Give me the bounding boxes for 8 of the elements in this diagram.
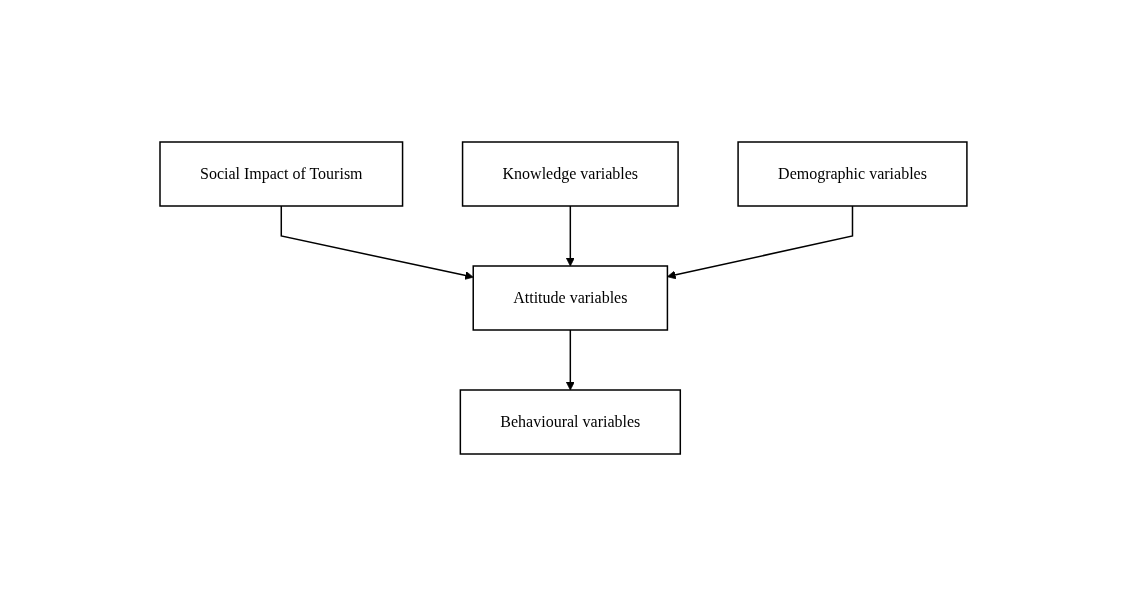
node-box: Attitude variables [472, 265, 668, 331]
node-box: Demographic variables [736, 141, 968, 207]
node-box: Knowledge variables [461, 141, 679, 207]
arrow [565, 329, 575, 391]
arrow [565, 205, 575, 267]
node-box: Behavioural variables [459, 389, 681, 455]
arrow [666, 205, 853, 280]
node-box: Social Impact of Tourism [158, 141, 403, 207]
